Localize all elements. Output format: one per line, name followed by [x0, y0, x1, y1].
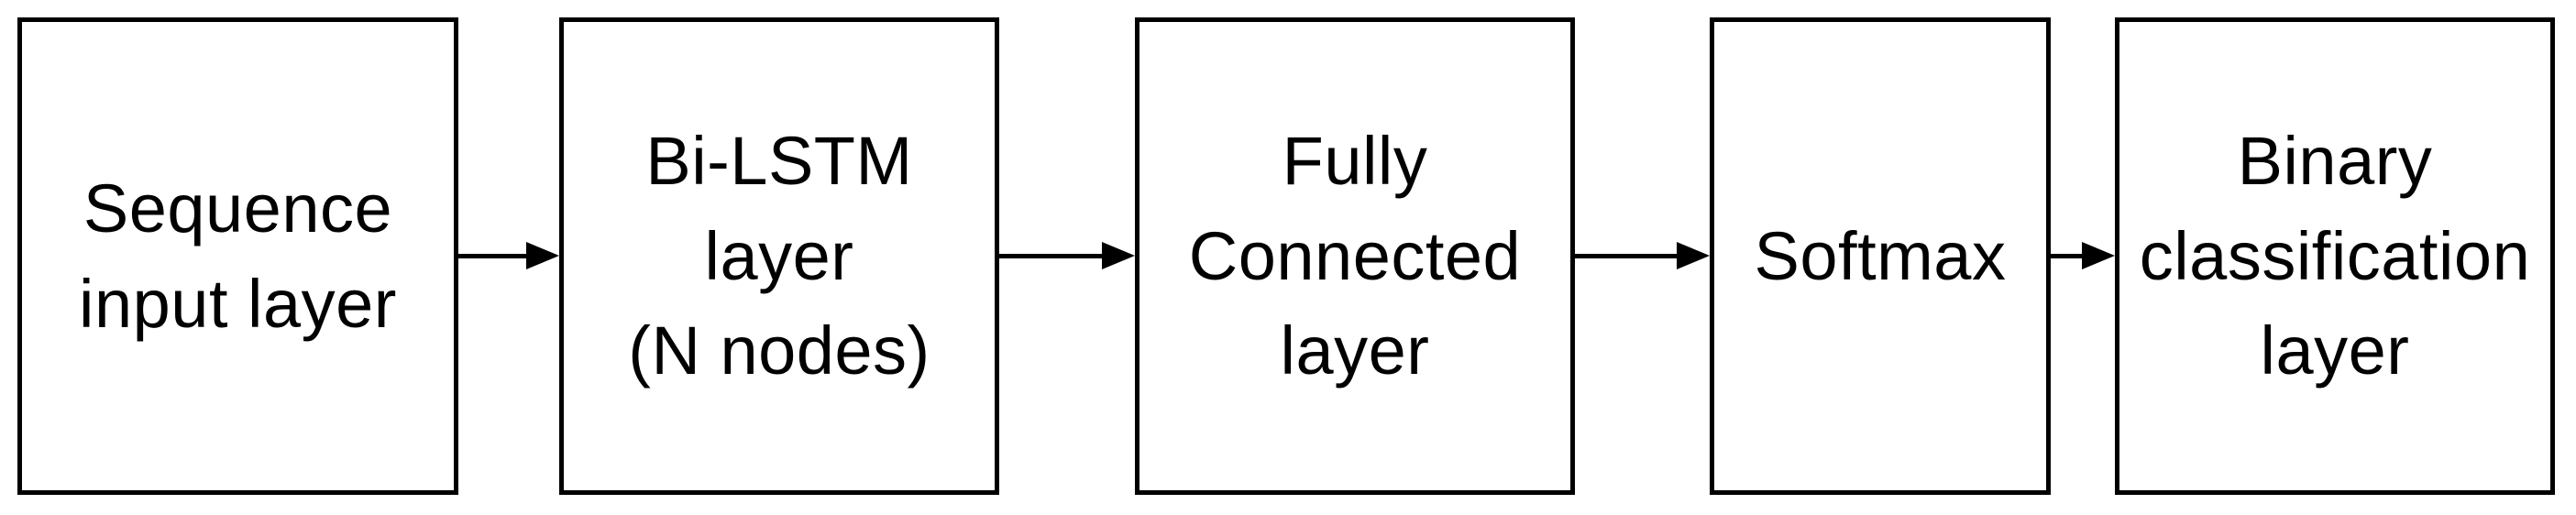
arrow-line — [458, 253, 526, 258]
node-label: Fully Connected layer — [1188, 123, 1522, 389]
arrow-line — [1575, 253, 1677, 258]
node-label: Sequence input layer — [79, 170, 397, 342]
node-sequence-input-layer: Sequence input layer — [17, 17, 458, 495]
arrow-head — [2082, 242, 2115, 269]
arrow-bilstm-to-fc-icon — [999, 239, 1135, 272]
arrow-line — [2051, 253, 2082, 258]
node-fully-connected-layer: Fully Connected layer — [1135, 17, 1575, 495]
node-bi-lstm-layer: Bi-LSTM layer (N nodes) — [559, 17, 999, 495]
arrow-head — [1102, 242, 1135, 269]
arrow-softmax-to-binary-icon — [2051, 239, 2115, 272]
node-label: Bi-LSTM layer (N nodes) — [628, 123, 930, 389]
node-label: Binary classification layer — [2139, 123, 2531, 389]
arrow-line — [999, 253, 1102, 258]
node-softmax: Softmax — [1710, 17, 2051, 495]
arrow-head — [1677, 242, 1710, 269]
arrow-sequence-to-bilstm-icon — [458, 239, 559, 272]
node-binary-classification-layer: Binary classification layer — [2115, 17, 2555, 495]
arrow-fc-to-softmax-icon — [1575, 239, 1710, 272]
node-label: Softmax — [1754, 217, 2007, 294]
arrow-head — [526, 242, 559, 269]
